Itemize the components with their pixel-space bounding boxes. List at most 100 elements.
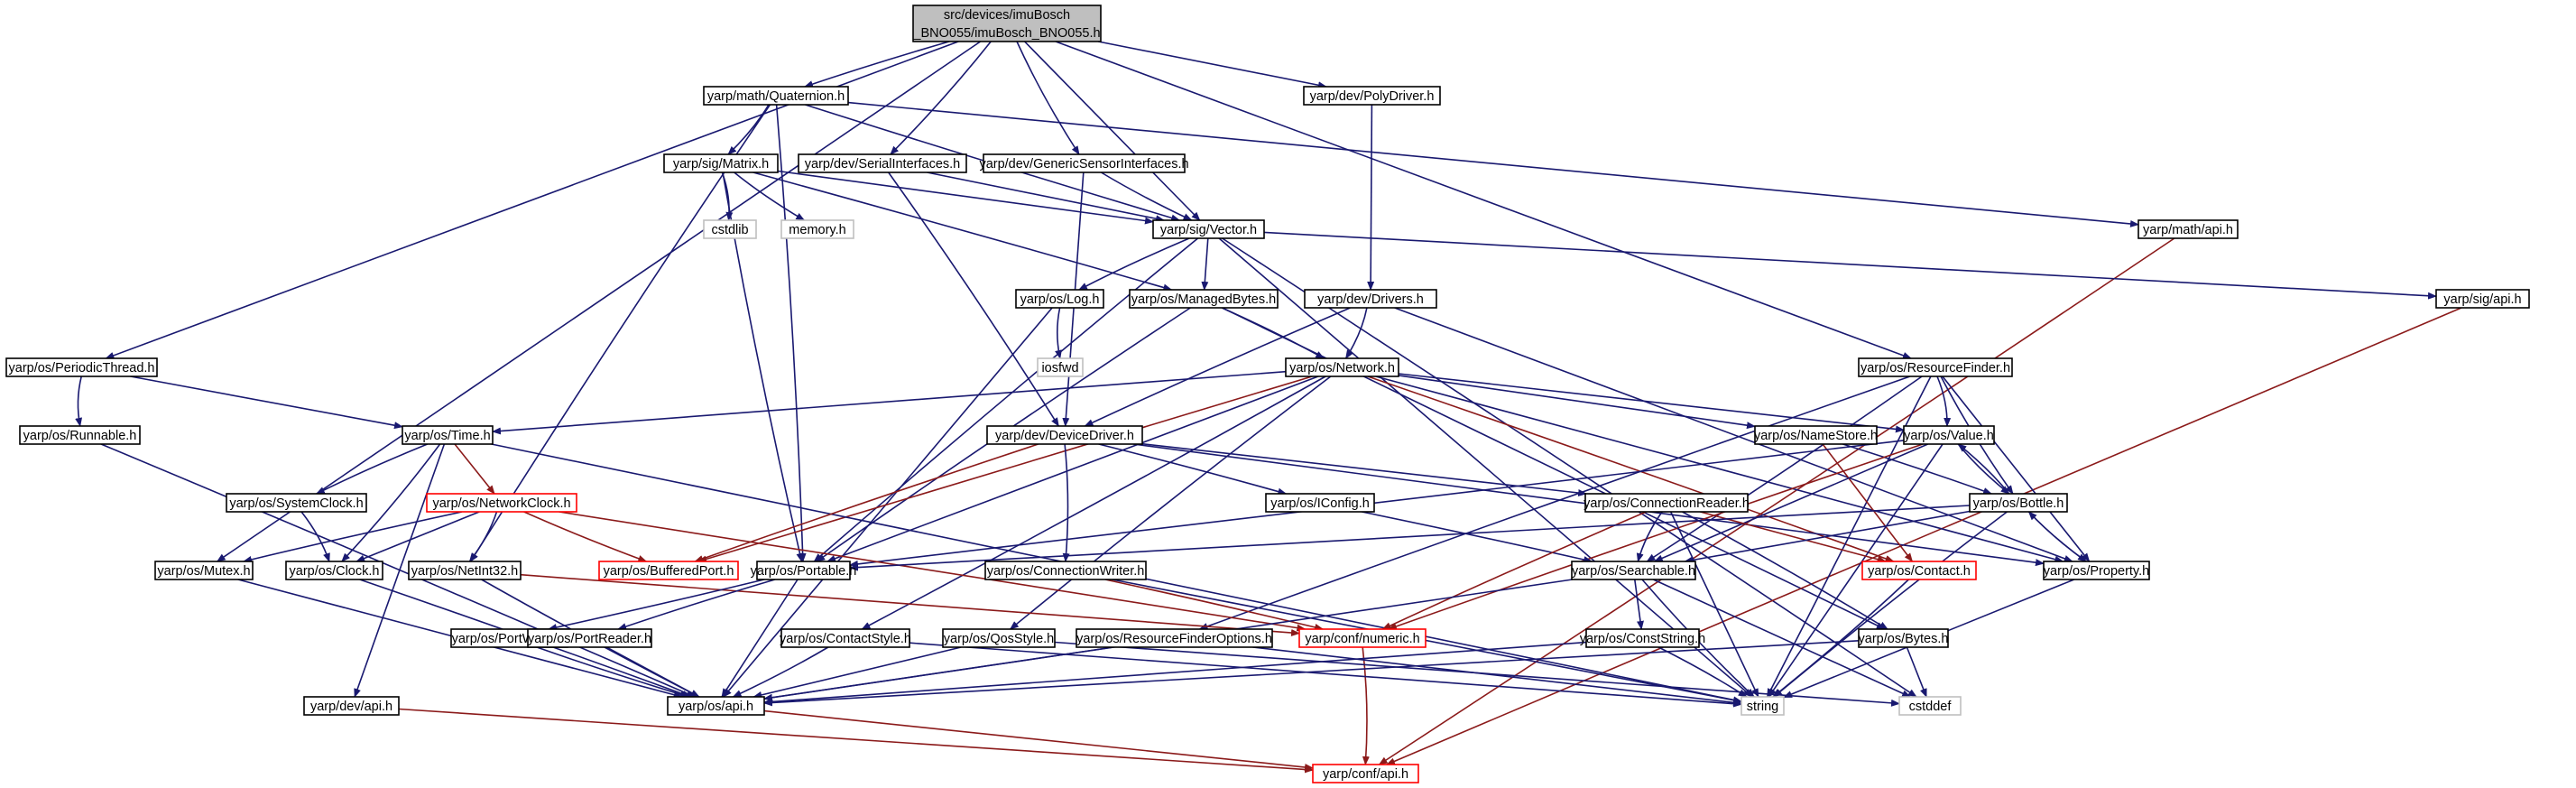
edge-line: [492, 370, 1287, 435]
node-mutex[interactable]: yarp/os/Mutex.h: [154, 561, 254, 580]
edge-line: [1222, 307, 1886, 630]
edge-line: [1398, 375, 1756, 430]
node-portable[interactable]: yarp/os/Portable.h: [751, 561, 857, 580]
node-connwriter[interactable]: yarp/os/ConnectionWriter.h: [984, 561, 1147, 580]
node-mathapi[interactable]: yarp/math/api.h: [2137, 219, 2239, 239]
node-time[interactable]: yarp/os/Time.h: [402, 425, 494, 445]
edge-vector-to-sigapi: [1263, 231, 2437, 300]
node-sysclock[interactable]: yarp/os/SystemClock.h: [226, 493, 367, 513]
edge-line: [1375, 375, 2064, 563]
node-label: yarp/os/Contact.h: [1868, 564, 1971, 579]
node-vector[interactable]: yarp/sig/Vector.h: [1152, 219, 1265, 239]
edge-line: [763, 709, 1314, 771]
node-label: yarp/os/Log.h: [1020, 292, 1100, 307]
edge-line: [909, 642, 1742, 708]
node-quaternion[interactable]: yarp/math/Quaternion.h: [703, 86, 849, 106]
node-runnable[interactable]: yarp/os/Runnable.h: [19, 425, 141, 445]
edge-bottle-to-portable: [849, 505, 1971, 571]
edge-time-to-sysclock: [315, 443, 429, 495]
node-matrix[interactable]: yarp/sig/Matrix.h: [663, 153, 779, 173]
node-box: [5, 357, 158, 377]
node-contact[interactable]: yarp/os/Contact.h: [1861, 561, 1977, 580]
node-searchable[interactable]: yarp/os/Searchable.h: [1571, 561, 1696, 580]
edge-line: [1394, 307, 2073, 562]
node-box: [1152, 219, 1265, 239]
node-sigapi[interactable]: yarp/sig/api.h: [2435, 289, 2530, 309]
edge-matrix-to-managedbytes: [752, 172, 1173, 292]
node-numeric[interactable]: yarp/conf/numeric.h: [1298, 628, 1426, 648]
edge-line: [763, 641, 1587, 706]
node-log[interactable]: yarp/os/Log.h: [1015, 289, 1104, 309]
node-label: yarp/dev/SerialInterfaces.h: [805, 157, 960, 172]
node-label: yarp/dev/DeviceDriver.h: [995, 429, 1134, 443]
edge-line: [813, 237, 1199, 562]
edge-contactstyle-to-osapi: [732, 646, 829, 698]
node-managedbytes[interactable]: yarp/os/ManagedBytes.h: [1129, 289, 1279, 309]
node-serialif[interactable]: yarp/dev/SerialInterfaces.h: [798, 153, 967, 173]
edge-line: [216, 41, 982, 562]
edge-line: [1084, 307, 1351, 427]
node-netint32[interactable]: yarp/os/NetInt32.h: [408, 561, 522, 580]
edge-line: [804, 41, 950, 88]
edge-line: [1198, 375, 1911, 630]
node-polydriver[interactable]: yarp/dev/PolyDriver.h: [1303, 86, 1441, 106]
node-qosstyle[interactable]: yarp/os/QosStyle.h: [942, 628, 1056, 648]
node-label: yarp/conf/api.h: [1323, 767, 1408, 782]
edge-drivers-to-property: [1394, 307, 2073, 562]
node-connreader[interactable]: yarp/os/ConnectionReader.h: [1583, 493, 1750, 513]
node-rfoptions[interactable]: yarp/os/ResourceFinderOptions.h: [1076, 628, 1273, 648]
edge-sysclock-to-clock: [300, 511, 330, 562]
edge-connreader-to-searchable: [1636, 511, 1663, 562]
node-osapi[interactable]: yarp/os/api.h: [667, 696, 765, 716]
node-clock[interactable]: yarp/os/Clock.h: [285, 561, 383, 580]
edge-vector-to-log: [1078, 237, 1190, 291]
node-bottle[interactable]: yarp/os/Bottle.h: [1969, 493, 2068, 513]
edge-line: [559, 511, 1306, 632]
node-drivers[interactable]: yarp/dev/Drivers.h: [1304, 289, 1437, 309]
edge-line: [1367, 375, 1895, 562]
node-periodic[interactable]: yarp/os/PeriodicThread.h: [5, 357, 158, 377]
node-root[interactable]: src/devices/imuBosch_BNO055/imuBosch_BNO…: [912, 5, 1102, 42]
node-iconfig[interactable]: yarp/os/IConfig.h: [1265, 493, 1375, 513]
node-label: yarp/os/PeriodicThread.h: [9, 361, 155, 375]
edge-line: [1766, 375, 1932, 698]
node-box: [527, 628, 652, 648]
node-portreader[interactable]: yarp/os/PortReader.h: [527, 628, 652, 648]
node-devicedriver[interactable]: yarp/dev/DeviceDriver.h: [986, 425, 1143, 445]
node-confapi[interactable]: yarp/conf/api.h: [1312, 764, 1419, 783]
node-value[interactable]: yarp/os/Value.h: [1903, 425, 1995, 445]
edge-netclock-to-mutex: [243, 511, 463, 563]
node-genericsens[interactable]: yarp/dev/GenericSensorInterfaces.h: [979, 153, 1189, 173]
node-box: [1312, 764, 1419, 783]
node-devapi[interactable]: yarp/dev/api.h: [303, 696, 400, 716]
node-bytes[interactable]: yarp/os/Bytes.h: [1858, 628, 1949, 648]
node-label: yarp/os/Portable.h: [751, 564, 857, 579]
edge-portwriter-to-osapi: [536, 646, 689, 699]
node-conststring[interactable]: yarp/os/ConstString.h: [1580, 628, 1705, 648]
node-label: yarp/dev/PolyDriver.h: [1310, 89, 1435, 104]
edge-line: [1055, 307, 1062, 359]
edge-portreader-to-osapi: [605, 646, 700, 698]
node-label: yarp/os/api.h: [679, 700, 753, 714]
edge-bytes-to-cstddef: [1906, 646, 1927, 698]
node-label: yarp/os/ContactStyle.h: [780, 632, 911, 646]
edge-osapi-to-confapi: [763, 709, 1314, 771]
edge-connreader-to-string: [1669, 511, 1759, 698]
node-namestore[interactable]: yarp/os/NameStore.h: [1754, 425, 1878, 445]
node-property[interactable]: yarp/os/Property.h: [2043, 561, 2150, 580]
edge-periodic-to-time: [130, 375, 403, 430]
node-network[interactable]: yarp/os/Network.h: [1285, 357, 1399, 377]
edge-matrix-to-vector: [777, 170, 1154, 225]
edge-value-to-searchable: [1653, 443, 1929, 562]
node-label: yarp/dev/Drivers.h: [1317, 292, 1424, 307]
node-label: yarp/os/NetworkClock.h: [432, 496, 570, 511]
node-box: [285, 561, 383, 580]
node-box: [780, 219, 854, 239]
edge-line: [1252, 646, 1742, 707]
node-resfinder[interactable]: yarp/os/ResourceFinder.h: [1858, 357, 2013, 377]
node-bufport[interactable]: yarp/os/BufferedPort.h: [598, 561, 739, 580]
node-contactstyle[interactable]: yarp/os/ContactStyle.h: [780, 628, 911, 648]
edge-qosstyle-to-osapi: [752, 646, 962, 699]
node-netclock[interactable]: yarp/os/NetworkClock.h: [426, 493, 577, 513]
edge-line: [523, 511, 648, 562]
